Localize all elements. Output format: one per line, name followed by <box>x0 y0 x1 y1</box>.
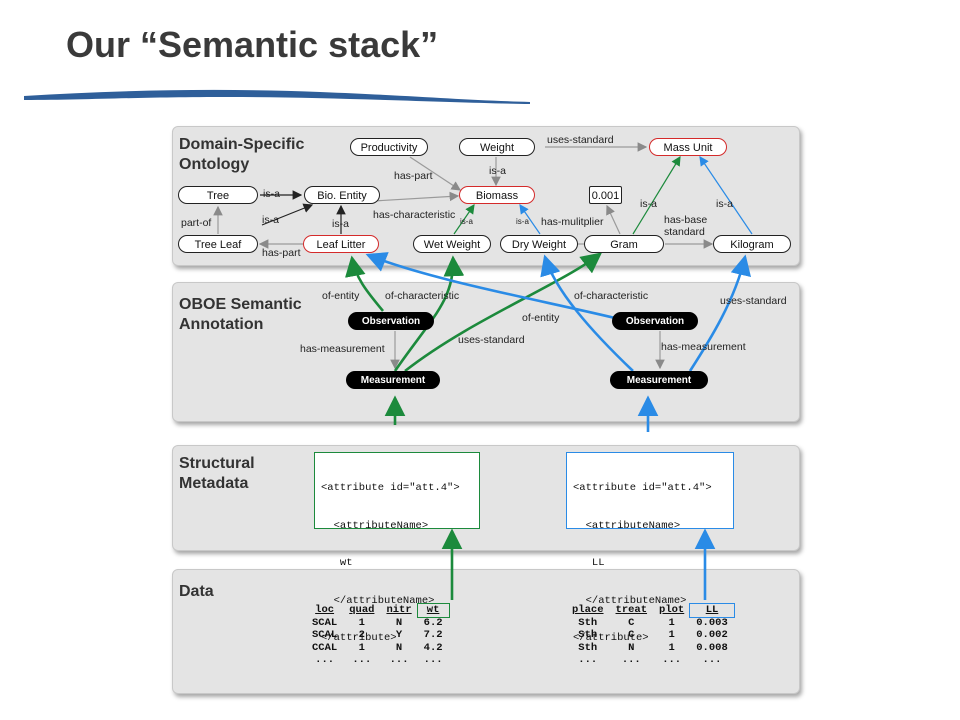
metadata-code-left: <attribute id="att.4"> <attributeName> w… <box>314 452 480 644</box>
node-gram: Gram <box>584 235 664 253</box>
node-measurement-right: Measurement <box>610 371 708 389</box>
label-is-a-dry: is-a <box>516 217 529 226</box>
column-header: quad <box>349 604 375 616</box>
slide-title: Our “Semantic stack” <box>66 24 439 65</box>
label-is-a-wet: is-a <box>460 217 473 226</box>
label-uses-standard-right: uses-standard <box>720 295 787 307</box>
label-has-characteristic: has-characteristic <box>373 209 456 221</box>
label-uses-standard-left: uses-standard <box>458 334 525 346</box>
label-of-entity-left: of-entity <box>322 290 360 302</box>
node-productivity: Productivity <box>350 138 428 156</box>
label-standard: standard <box>664 226 705 238</box>
node-tree: Tree <box>178 186 258 204</box>
node-wet-weight: Wet Weight <box>413 235 491 253</box>
label-has-part-2: has-part <box>262 247 301 259</box>
node-tree-leaf: Tree Leaf <box>178 235 258 253</box>
node-observation-left: Observation <box>348 312 434 330</box>
label-uses-standard-1: uses-standard <box>547 134 614 146</box>
node-bio-entity: Bio. Entity <box>304 186 380 204</box>
metadata-code-right: <attribute id="att.4"> <attributeName> L… <box>566 452 734 644</box>
label-of-characteristic-right: of-characteristic <box>574 290 649 302</box>
label-is-a-weight: is-a <box>489 165 506 177</box>
label-is-a-tree: is-a <box>263 188 280 200</box>
label-is-a-kilogram: is-a <box>716 198 733 210</box>
node-leaf-litter: Leaf Litter <box>303 235 379 253</box>
label-is-a-litter: is-a <box>332 218 349 230</box>
column-header: plot <box>659 604 685 616</box>
node-measurement-left: Measurement <box>346 371 440 389</box>
column-header: treat <box>615 604 648 616</box>
node-kilogram: Kilogram <box>713 235 791 253</box>
column-header: nitr <box>386 604 412 616</box>
panel-data: Data <box>172 569 800 694</box>
label-of-entity-right: of-entity <box>522 312 560 324</box>
label-is-a-gram: is-a <box>640 198 657 210</box>
label-has-measurement-left: has-measurement <box>300 343 385 355</box>
label-has-base: has-base <box>664 214 708 226</box>
column-header: place <box>572 604 604 616</box>
node-weight: Weight <box>459 138 535 156</box>
label-part-of: part-of <box>181 217 212 229</box>
node-mass-unit: Mass Unit <box>649 138 727 156</box>
label-has-part-1: has-part <box>394 170 433 182</box>
node-value-box: 0.001 <box>589 186 622 204</box>
column-header-highlight: wt <box>416 603 450 618</box>
node-dry-weight: Dry Weight <box>500 235 578 253</box>
label-of-characteristic-left: of-characteristic <box>385 290 460 302</box>
node-biomass: Biomass <box>459 186 535 204</box>
column-header: loc <box>315 604 335 616</box>
table-row: ............ <box>315 654 443 666</box>
node-observation-right: Observation <box>612 312 698 330</box>
table-header-row: loc quad nitr wt <box>306 603 450 618</box>
panel-data-label: Data <box>179 583 214 600</box>
column-header-highlight: LL <box>689 603 735 618</box>
label-has-measurement-right: has-measurement <box>661 341 746 353</box>
label-is-a-leaf: is-a <box>262 214 279 226</box>
table-header-row: place treat plot LL <box>566 603 735 618</box>
table-row: ............ <box>578 654 722 666</box>
label-has-multiplier: has-mulitplier <box>541 216 604 228</box>
